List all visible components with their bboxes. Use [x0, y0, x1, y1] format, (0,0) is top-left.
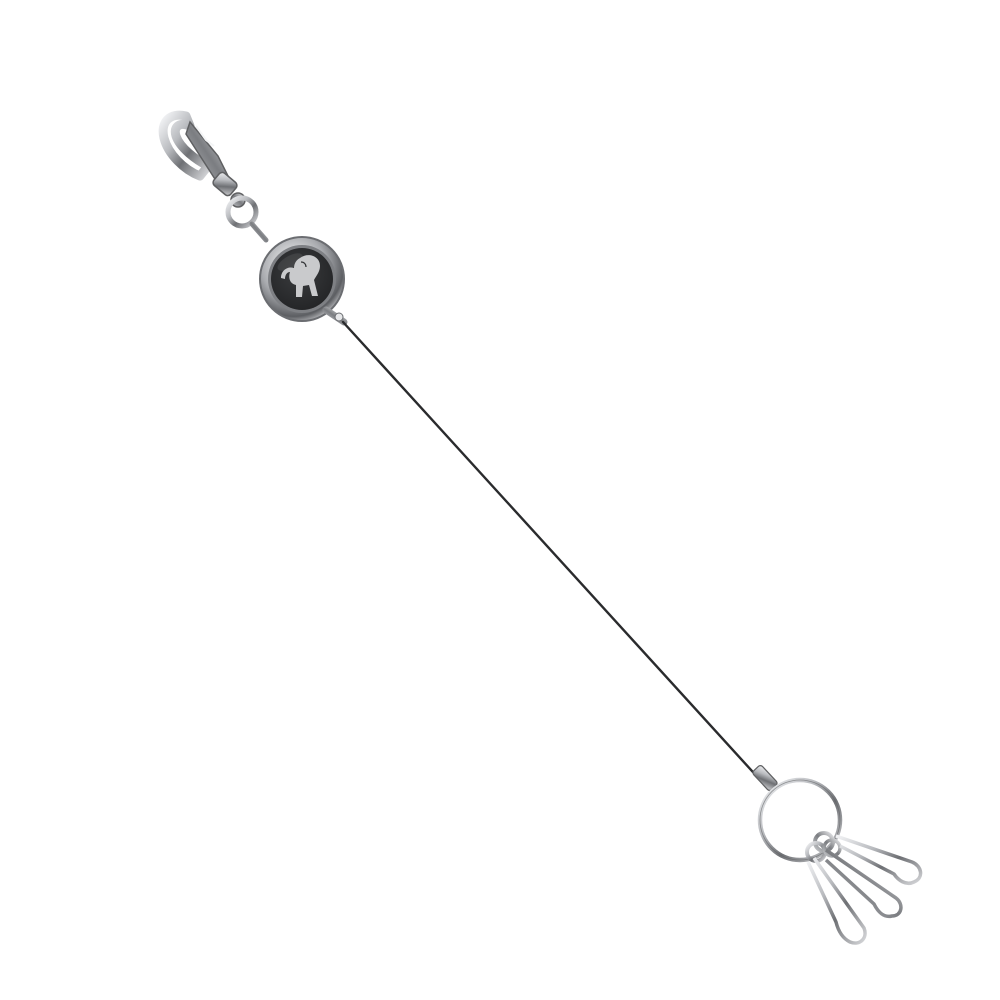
- key-hook-1[interactable]: [835, 834, 923, 886]
- key-hook-3[interactable]: [806, 856, 867, 945]
- lobster-clasp-icon[interactable]: [158, 110, 246, 208]
- elephant-logo-icon: [281, 255, 320, 297]
- retractable-cable: [341, 320, 764, 784]
- retractable-reel-icon[interactable]: [259, 236, 348, 326]
- split-ring-small: [225, 195, 269, 243]
- key-ring-icon[interactable]: [757, 777, 843, 863]
- key-hook-2[interactable]: [824, 848, 903, 919]
